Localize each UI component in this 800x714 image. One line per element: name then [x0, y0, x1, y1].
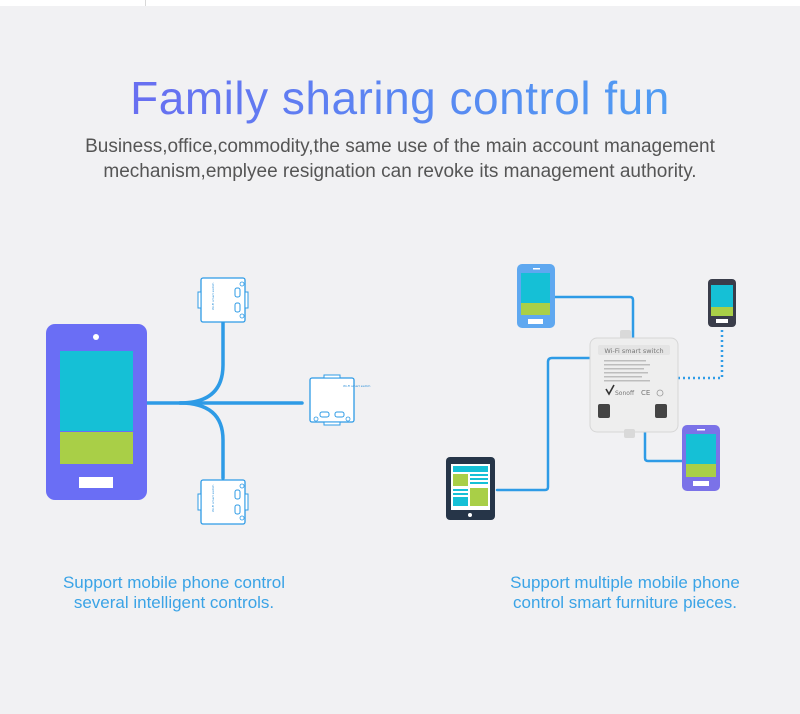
caption-left: Support mobile phone control several int… [20, 573, 328, 613]
subtitle-line-1: Business,office,commodity,the same use o… [85, 136, 715, 157]
caption-right-line-2: control smart furniture pieces. [513, 593, 737, 612]
switch-bottom-label: Wi-Fi smart switch [211, 485, 215, 512]
page-title: Family sharing control fun [0, 70, 800, 126]
left-connection-lines [145, 321, 304, 480]
device-brand: Sonoff [615, 390, 635, 397]
device-title: Wi-Fi smart switch [604, 347, 663, 355]
switch-top-label: Wi-Fi smart switch [211, 283, 215, 310]
caption-left-line-2: several intelligent controls. [73, 593, 275, 612]
caption-left-line-1: Support mobile phone control [62, 573, 286, 592]
phone-bottom-right [682, 425, 720, 491]
switch-bottom: Wi-Fi smart switch [197, 479, 249, 525]
subtitle-line-2: mechanism,emplyee resignation can revoke… [103, 161, 697, 182]
top-divider-tick [145, 0, 146, 6]
subtitle: Business,office,commodity,the same use o… [40, 134, 760, 184]
right-connection-lines [495, 295, 684, 492]
caption-right: Support multiple mobile phone control sm… [470, 573, 780, 613]
caption-right-line-1: Support multiple mobile phone [510, 573, 740, 592]
phone-top-left [517, 264, 555, 328]
switch-top: Wi-Fi smart switch [197, 277, 249, 323]
top-strip [0, 0, 800, 6]
switch-right-label: Wi-Fi smart switch [343, 384, 370, 388]
tablet-bottom-left [446, 457, 495, 520]
switch-right: Wi-Fi smart switch [309, 374, 370, 426]
phone-top-right [708, 279, 736, 327]
device-spec-lines [604, 360, 650, 382]
smart-switch-device: Wi-Fi smart switch Sonoff CE [589, 330, 679, 438]
device-ce-mark: CE [641, 389, 650, 397]
left-smartphone [46, 324, 147, 500]
wireless-dotted-line [678, 330, 724, 380]
